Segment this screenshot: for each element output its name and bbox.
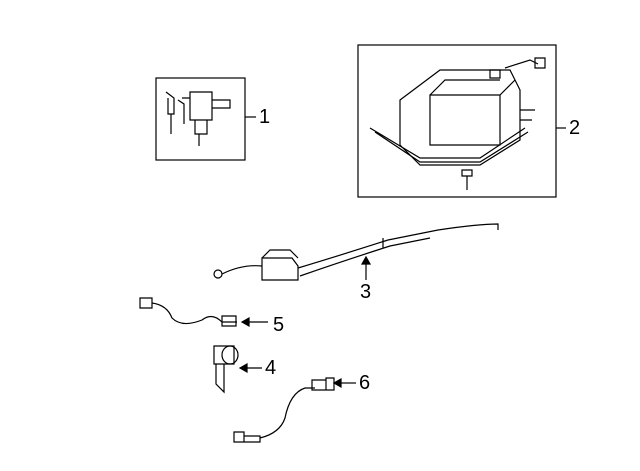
- part-2-charcoal-canister[interactable]: [357, 44, 566, 198]
- callout-4: 4: [265, 357, 277, 379]
- part-4-knock-sensor[interactable]: [213, 345, 262, 394]
- callout-2: 2: [569, 117, 581, 139]
- part-3-wire-harness[interactable]: [213, 223, 499, 281]
- callout-1: 1: [259, 106, 271, 128]
- part-5-oxygen-sensor[interactable]: [139, 297, 268, 328]
- part-6-oxygen-sensor[interactable]: [233, 377, 356, 443]
- callout-6: 6: [359, 372, 371, 394]
- callout-3: 3: [360, 281, 372, 303]
- callout-5: 5: [273, 314, 285, 336]
- part-1-vsv-valve[interactable]: [155, 77, 256, 161]
